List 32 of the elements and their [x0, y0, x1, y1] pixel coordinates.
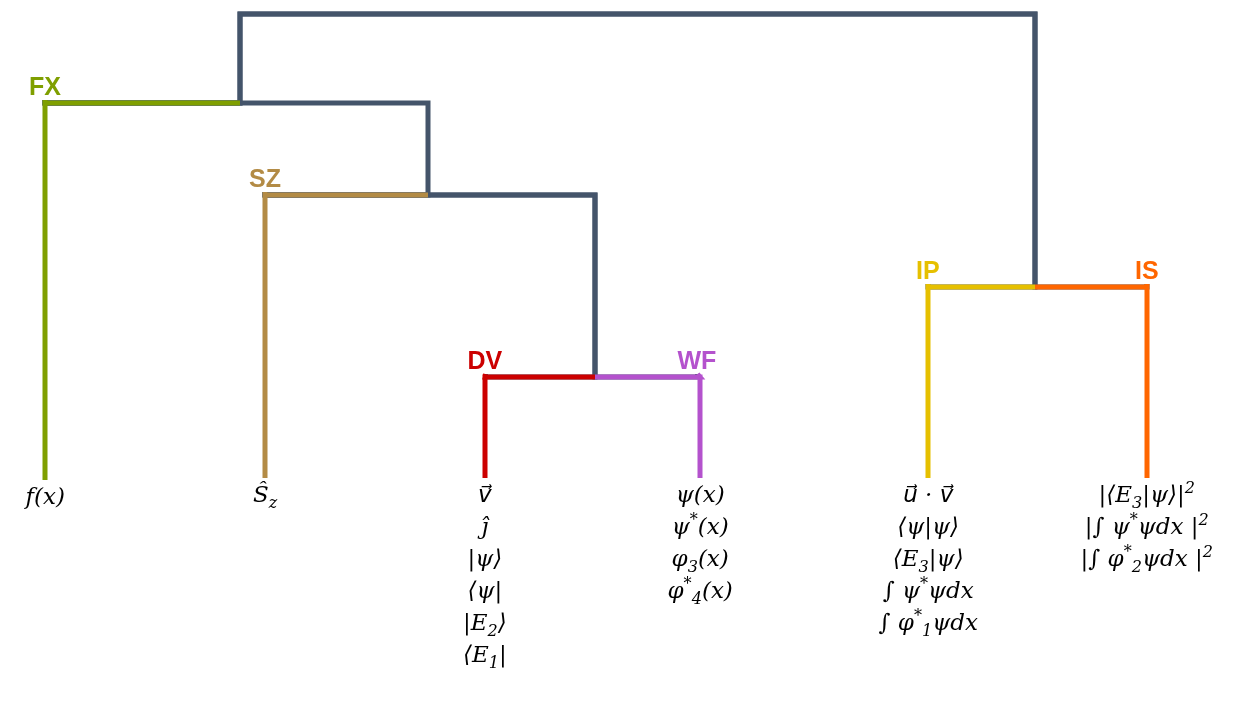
- formula: ⟨E$_{1}$|: [463, 640, 507, 670]
- formula: |ψ⟩: [466, 544, 504, 574]
- dendrogram-branch: [482, 373, 598, 478]
- formula: ψ$^{*}$(x): [670, 510, 730, 541]
- formula: ĵ: [463, 510, 507, 542]
- formula: f(x): [25, 482, 65, 511]
- dendrogram-branch: [1032, 282, 1150, 478]
- formula: ⟨ψ|: [466, 576, 504, 606]
- formula: |E$_{2}$⟩: [463, 608, 507, 638]
- formula: Ŝ$_{z}$: [253, 480, 278, 510]
- cluster-label: WF: [677, 346, 717, 374]
- dendrogram-branch: [925, 283, 1038, 478]
- cluster-label: IP: [916, 256, 940, 284]
- formula: ψ(x): [674, 480, 726, 509]
- formula: ⟨E$_{3}$|ψ⟩: [891, 544, 965, 574]
- dendrogram-branch: [592, 372, 706, 478]
- cluster-label: IS: [1135, 256, 1159, 284]
- cluster-label: FX: [29, 72, 61, 100]
- formula: ∫ φ$^{*}$$_{1}$ψdx: [878, 606, 978, 638]
- formula: ⟨ψ|ψ⟩: [896, 512, 961, 542]
- cluster-label: DV: [467, 346, 503, 374]
- dendrogram-branch: [42, 97, 243, 480]
- formula: |∫ φ$^{*}$$_{2}$ψdx |$^{2}$: [1080, 542, 1213, 574]
- formula: v⃗: [477, 480, 493, 509]
- formula: φ$^{*}$$_{4}$(x): [667, 574, 733, 606]
- formula: |∫ ψ$^{*}$ψdx |$^{2}$: [1083, 510, 1210, 542]
- formula: u⃗ · v⃗: [902, 480, 955, 509]
- dendrogram-branch: [262, 190, 431, 478]
- formula: ∫ ψ$^{*}$ψdx: [881, 574, 975, 605]
- formula: |⟨E$_{3}$|ψ⟩|$^{2}$: [1097, 478, 1196, 510]
- cluster-label: SZ: [249, 164, 281, 192]
- formula: φ$_{3}$(x): [670, 544, 730, 574]
